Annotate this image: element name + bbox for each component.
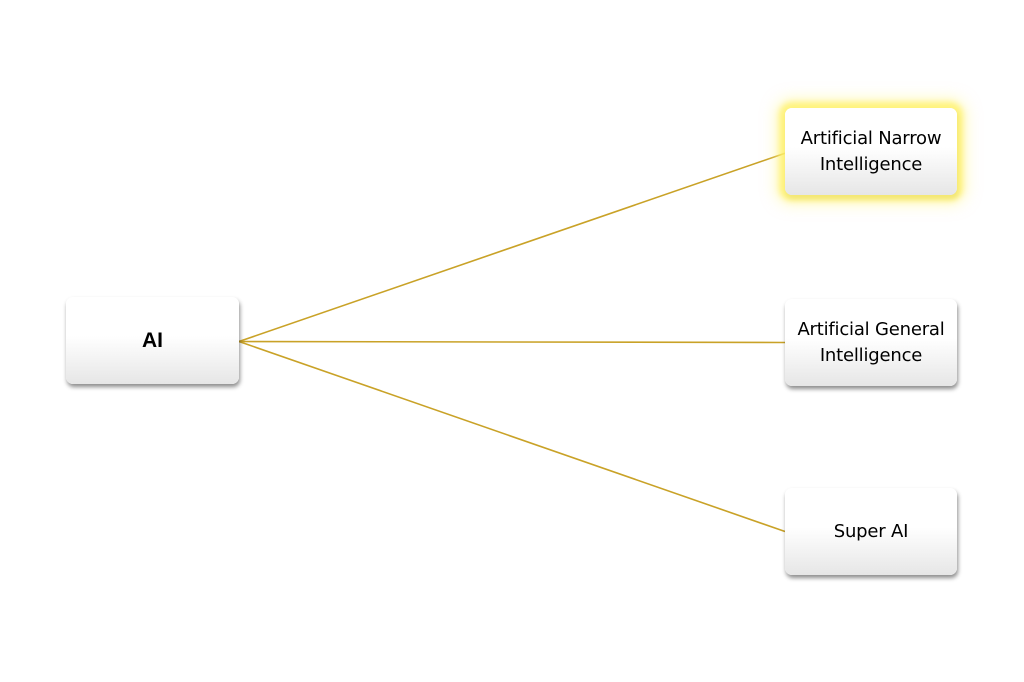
node-agi-label: Artificial General Intelligence xyxy=(797,318,945,366)
node-artificial-narrow-intelligence[interactable]: Artificial Narrow Intelligence xyxy=(785,108,957,195)
connector-ai-to-sai xyxy=(238,340,786,533)
node-super-ai[interactable]: Super AI xyxy=(785,488,957,575)
node-ai-label: AI xyxy=(142,328,163,352)
node-sai-label: Super AI xyxy=(833,520,909,542)
node-ai[interactable]: AI xyxy=(66,297,239,384)
connector-ai-to-agi xyxy=(238,340,786,344)
node-ani-label: Artificial Narrow Intelligence xyxy=(800,127,942,175)
node-artificial-general-intelligence[interactable]: Artificial General Intelligence xyxy=(785,299,957,386)
connector-ai-to-ani xyxy=(238,152,786,343)
